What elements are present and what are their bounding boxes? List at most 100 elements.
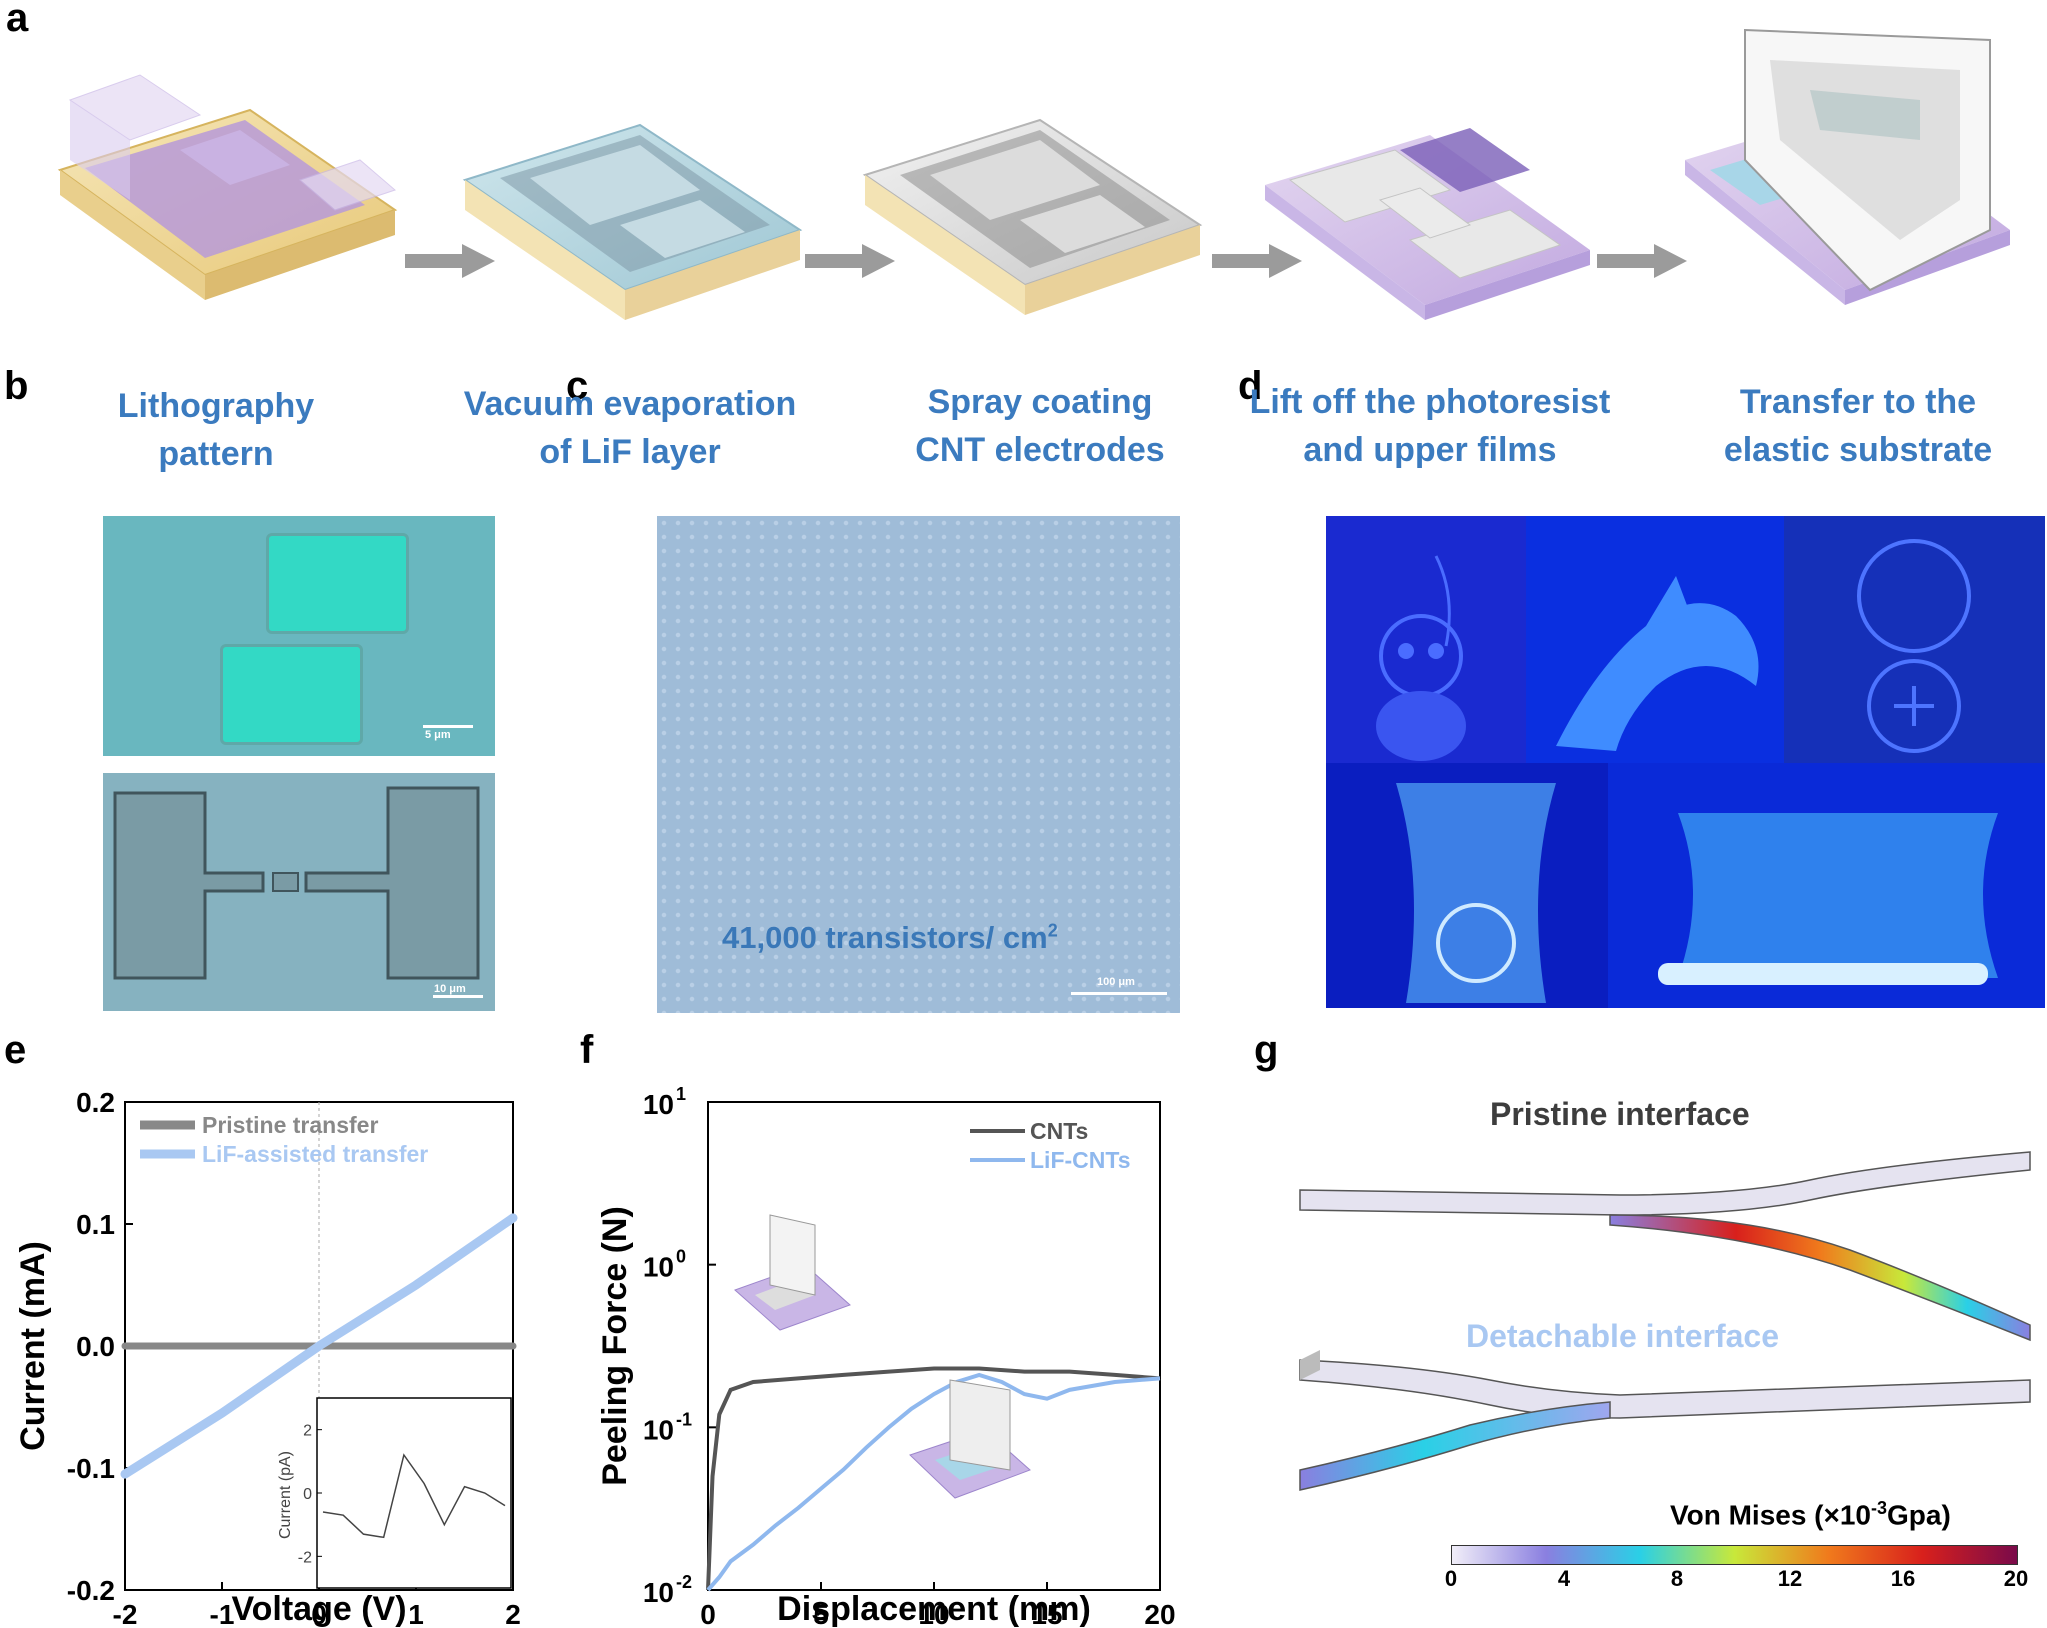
lithography-illustration — [57, 74, 398, 300]
chart-f-xlabel: Displacement (mm) — [777, 1590, 1091, 1628]
stretch-photo-1 — [1326, 763, 1608, 1008]
step-caption-4: Lift off the photoresist and upper films — [1220, 378, 1640, 474]
y-tick-label-e: 0.2 — [76, 1087, 115, 1118]
inset-device-pristine — [734, 1214, 851, 1331]
x-tick-label-e: 2 — [505, 1599, 521, 1628]
y-tick-label-f: 10 — [643, 1414, 674, 1445]
legend-e-label-1: Pristine transfer — [202, 1112, 378, 1138]
y-tick-label-e: 0.0 — [76, 1331, 115, 1362]
spray-coating-illustration — [862, 118, 1203, 315]
step-caption-3-line2: CNT electrodes — [915, 431, 1165, 469]
inset-series-line — [322, 1453, 506, 1539]
panel-label-b: b — [4, 364, 29, 408]
lif-evaporation-illustration — [462, 123, 803, 320]
arrow-3 — [1212, 244, 1302, 278]
colorbar-tick-label: 8 — [1670, 1566, 1684, 1591]
legend-e-label-2: LiF-assisted transfer — [202, 1141, 428, 1167]
pristine-interface-title: Pristine interface — [1490, 1096, 1750, 1132]
y-tick-exp-f: -1 — [676, 1409, 692, 1429]
inset-y-tick-label: 2 — [303, 1423, 312, 1440]
y-tick-exp-f: -2 — [676, 1572, 692, 1592]
panel-label-c: c — [566, 364, 589, 408]
density-label-sup: 2 — [1047, 920, 1058, 941]
step-caption-2: Vacuum evaporation of LiF layer — [420, 380, 840, 476]
colorbar-label: Von Mises (×10-3Gpa) — [1670, 1498, 1951, 1531]
micrograph-top: 5 μm — [103, 516, 495, 756]
inset-y-tick-label: -2 — [298, 1549, 312, 1566]
y-tick-label-f: 10 — [643, 1252, 674, 1283]
arrow-4 — [1597, 244, 1687, 278]
series-line-e-2 — [120, 1213, 518, 1479]
scale-bar-top — [423, 725, 473, 728]
y-tick-label-f: 10 — [643, 1577, 674, 1608]
fem-simulation — [1299, 1151, 2031, 1491]
inset-device-lif — [909, 1379, 1031, 1499]
colorbar — [1451, 1545, 2018, 1565]
panda-photo — [1326, 516, 1526, 763]
legend-f-label-1: CNTs — [1030, 1118, 1088, 1144]
stretched-film-1 — [1396, 783, 1556, 1003]
uv-photos — [1326, 516, 2045, 1008]
series-line-f-1 — [706, 1366, 1161, 1591]
x-tick-label-f: 5 — [813, 1599, 829, 1628]
scale-label-bottom: 10 μm — [434, 983, 466, 995]
stretched-film-2 — [1658, 813, 1998, 985]
x-tick-label-e: -1 — [210, 1599, 235, 1628]
step-caption-5: Transfer to the elastic substrate — [1648, 378, 2047, 474]
stretch-photo-2 — [1608, 763, 2045, 1008]
y-tick-exp-f: 1 — [676, 1084, 686, 1104]
density-label: 41,000 transistors/ cm2 — [722, 920, 1058, 956]
chart-e-ylabel: Current (mA) — [14, 1241, 52, 1451]
colorbar-tick-label: 20 — [2003, 1566, 2029, 1591]
scale-bar-bottom — [433, 995, 483, 998]
y-tick-label-e: -0.2 — [67, 1575, 115, 1606]
chart-f-ylabel: Peeling Force (N) — [596, 1206, 634, 1486]
y-tick-label-e: -0.1 — [67, 1453, 115, 1484]
tiger-photo — [1784, 516, 2045, 763]
colorbar-label-pre: Von Mises (×10 — [1670, 1499, 1872, 1531]
scale-label-c: 100 μm — [1097, 976, 1135, 988]
transfer-illustration — [1685, 28, 2010, 305]
process-illustrations — [57, 28, 2010, 320]
x-tick-label-e: 1 — [408, 1599, 424, 1628]
electrode-pad-bottom — [220, 644, 363, 745]
arrow-1 — [405, 244, 495, 278]
chart-f-frame — [707, 1101, 1161, 1591]
step-caption-5-line1: Transfer to the — [1739, 383, 1977, 421]
chart-e-xlabel: Voltage (V) — [231, 1590, 406, 1628]
colorbar-tick-label: 4 — [1557, 1566, 1571, 1591]
colorbar-label-sup: -3 — [1871, 1498, 1888, 1518]
panda-drawing — [1376, 555, 1466, 761]
colorbar-tick-label: 0 — [1444, 1566, 1458, 1591]
transistor-array-image: 41,000 transistors/ cm2 100 μm — [657, 516, 1180, 1013]
dolphin-drawing — [1556, 576, 1759, 751]
y-tick-label-f: 10 — [643, 1089, 674, 1120]
colorbar-label-post: Gpa) — [1887, 1499, 1951, 1531]
density-label-text: 41,000 transistors/ cm — [722, 920, 1048, 955]
x-tick-label-e: -2 — [113, 1599, 138, 1628]
tiger-drawing — [1857, 539, 1971, 753]
detachable-interface-title: Detachable interface — [1466, 1318, 1780, 1354]
electrode-pad-top — [266, 533, 409, 634]
x-tick-label-f: 15 — [1031, 1599, 1062, 1628]
step-caption-4-line2: and upper films — [1303, 431, 1557, 469]
h-electrode-shape — [113, 786, 480, 980]
step-caption-3-line1: Spray coating — [927, 383, 1153, 421]
legend-f-label-2: LiF-CNTs — [1030, 1147, 1131, 1173]
scale-bar-c — [1071, 992, 1167, 995]
step-caption-2-line1: Vacuum evaporation — [463, 385, 797, 423]
y-tick-exp-f: 0 — [676, 1247, 686, 1267]
x-tick-label-f: 10 — [918, 1599, 949, 1628]
colorbar-tick-label: 16 — [1890, 1566, 1916, 1591]
x-tick-label-f: 20 — [1144, 1599, 1175, 1628]
dolphin-photo — [1526, 516, 1784, 763]
arrow-2 — [805, 244, 895, 278]
lift-off-illustration — [1265, 128, 1590, 320]
panel-label-d: d — [1238, 364, 1263, 408]
y-tick-label-e: 0.1 — [76, 1209, 115, 1240]
inset-e-ylabel: Current (pA) — [277, 1451, 294, 1539]
series-line-f-2 — [706, 1372, 1161, 1592]
step-caption-5-line2: elastic substrate — [1723, 431, 1993, 469]
